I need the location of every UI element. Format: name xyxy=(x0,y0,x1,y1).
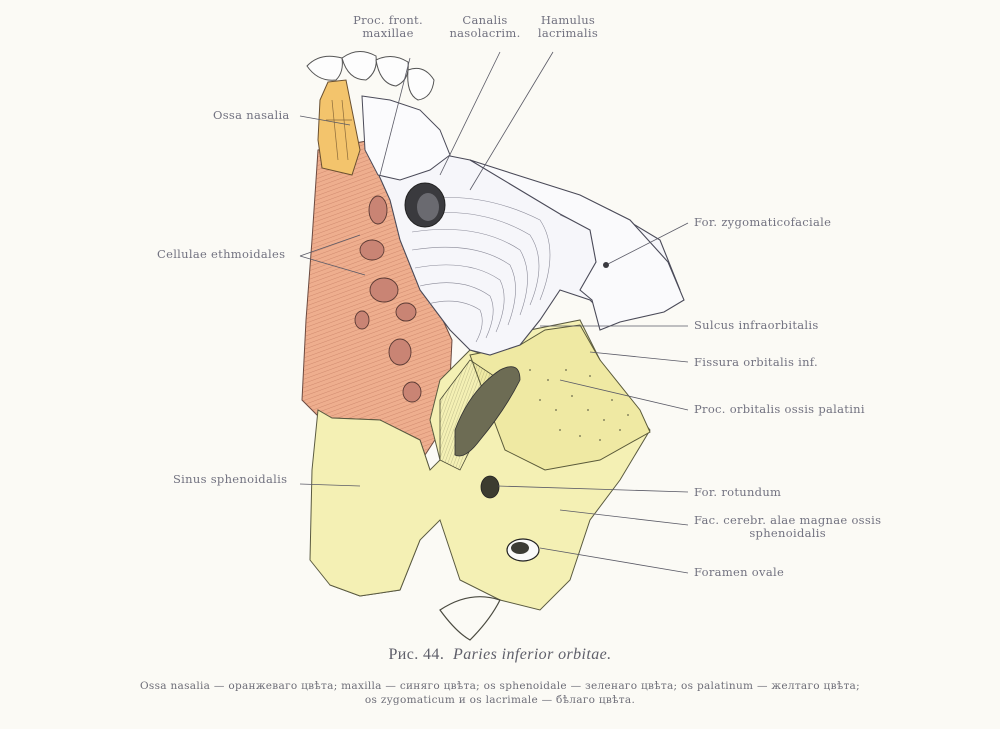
label-fac-cerebr-line2: sphenoidalis xyxy=(749,526,826,540)
teeth-row xyxy=(306,51,435,101)
label-proc-front-line1: Proc. front. xyxy=(353,13,423,27)
figure-caption: Рис. 44. Paries inferior orbitae. xyxy=(0,646,1000,664)
leader-lines xyxy=(299,51,689,574)
label-proc-front: Proc. front. maxillae xyxy=(338,14,438,40)
palatine-process xyxy=(469,324,651,471)
label-sinus-sphenoidalis: Sinus sphenoidalis xyxy=(173,472,288,486)
foramen-zygomaticofaciale-hole xyxy=(603,262,609,268)
label-for-zygomaticofaciale: For. zygomaticofaciale xyxy=(694,215,832,229)
label-canalis-line2: nasolacrim. xyxy=(449,26,521,40)
palatine-stipple xyxy=(529,369,629,441)
label-fac-cerebr: Fac. cerebr. alae magnae ossis sphenoida… xyxy=(694,514,881,540)
label-foramen-ovale: Foramen ovale xyxy=(694,565,785,579)
label-hamulus-line2: lacrimalis xyxy=(537,26,599,40)
foramen-ovale-inner xyxy=(511,542,529,554)
label-cellulae-ethmoidales: Cellulae ethmoidales xyxy=(157,247,286,261)
label-canalis: Canalis nasolacrim. xyxy=(440,14,530,40)
canalis-inner xyxy=(417,193,439,221)
label-sulcus-infraorbitalis: Sulcus infraorbitalis xyxy=(694,318,819,332)
label-for-rotundum: For. rotundum xyxy=(694,485,782,499)
label-fissura-orbitalis: Fissura orbitalis inf. xyxy=(694,355,818,369)
label-hamulus-line1: Hamulus xyxy=(540,13,596,27)
figure-title: Paries inferior orbitae. xyxy=(453,646,612,663)
label-hamulus: Hamulus lacrimalis xyxy=(528,14,608,40)
zygomatic-bone xyxy=(469,159,685,331)
ossa-nasalia-bone xyxy=(317,79,361,176)
ethmoid-cells xyxy=(354,195,422,403)
nasal-texture xyxy=(326,99,352,161)
color-legend-line2: os zygomaticum и os lacrimale — бѣлаго ц… xyxy=(364,694,636,706)
color-legend-line1: Ossa nasalia — оранжеваго цвѣта; maxilla… xyxy=(140,680,860,692)
figure-number: Рис. 44. xyxy=(388,646,445,663)
label-ossa-nasalia: Ossa nasalia xyxy=(213,108,290,122)
label-proc-orbitalis: Proc. orbitalis ossis palatini xyxy=(694,402,865,416)
label-canalis-line1: Canalis xyxy=(462,13,508,27)
foramen-rotundum-hole xyxy=(480,475,500,499)
label-fac-cerebr-line1: Fac. cerebr. alae magnae ossis xyxy=(694,513,882,527)
fissura-orbitalis-inferior xyxy=(454,366,521,457)
lower-fragment xyxy=(439,596,501,641)
label-proc-front-line2: maxillae xyxy=(362,26,414,40)
